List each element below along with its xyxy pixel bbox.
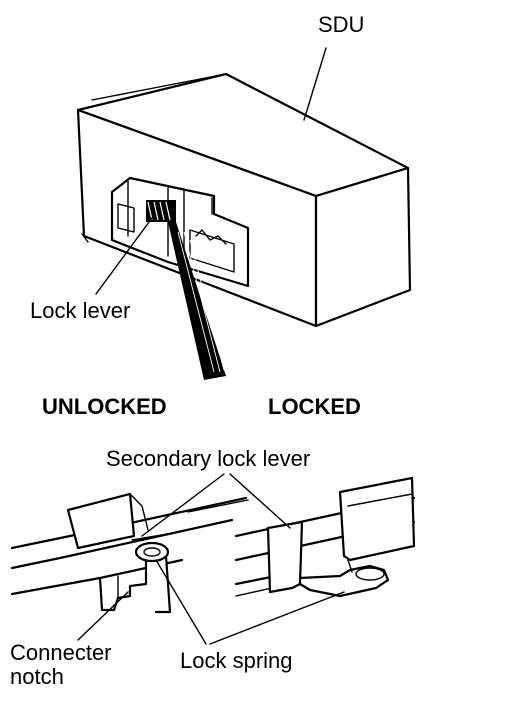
unlocked-rail-top-2 (10, 518, 234, 570)
locked-housing-block (338, 476, 416, 562)
secondary-lever-side (129, 493, 149, 531)
sdu-corner-mark (81, 233, 89, 243)
sdu-top-edge-line (91, 73, 227, 101)
sdu-right-face (314, 166, 412, 328)
lock-spring-inner (143, 547, 161, 557)
unlocked-label: UNLOCKED (42, 394, 167, 419)
unlocked-rail-end (187, 499, 249, 513)
sdu-leader-line (303, 47, 327, 121)
connector-right-socket (189, 229, 235, 273)
sdu-label: SDU (318, 12, 364, 37)
connector-notch-shape (98, 554, 172, 614)
lock-lever-hatch (146, 200, 176, 222)
sdu-unit: SDU Lock lever (30, 12, 412, 380)
secondary-lever-leader-2 (229, 473, 291, 529)
lock-spring-label: Lock spring (180, 648, 293, 673)
locked-pivot-line (347, 559, 353, 573)
lock-lever-hatch-lines (147, 201, 171, 221)
lock-lever-block (146, 200, 176, 222)
locked-label: LOCKED (268, 394, 361, 419)
lock-lever-leader (95, 217, 153, 295)
secondary-lever-locked (266, 520, 304, 594)
connecter-notch-leader (77, 591, 129, 641)
secondary-lever-unlocked (66, 492, 136, 550)
lock-spring-locked-coil (355, 567, 385, 581)
locked-detail (234, 476, 416, 598)
secondary-lock-lever-label: Secondary lock lever (106, 446, 310, 471)
lock-spring-locked (298, 564, 390, 598)
lock-spring-unlocked (134, 541, 170, 563)
connector-housing (110, 176, 250, 288)
unlocked-rail-top-1 (10, 496, 248, 550)
lever-pivot-line (131, 533, 169, 541)
callout-wedge-streaks (177, 231, 225, 373)
lock-spring-leader-1 (155, 559, 207, 645)
secondary-lever-leader-1 (141, 473, 225, 537)
notch-label: notch (10, 664, 64, 689)
lock-spring-leader-2 (209, 591, 345, 645)
connector-pin-row (195, 229, 227, 245)
locked-housing-line (347, 493, 413, 507)
connector-left-socket (117, 203, 135, 233)
unlocked-detail (10, 492, 249, 614)
lock-lever-label: Lock lever (30, 298, 130, 323)
connecter-label: Connecter (10, 640, 112, 665)
